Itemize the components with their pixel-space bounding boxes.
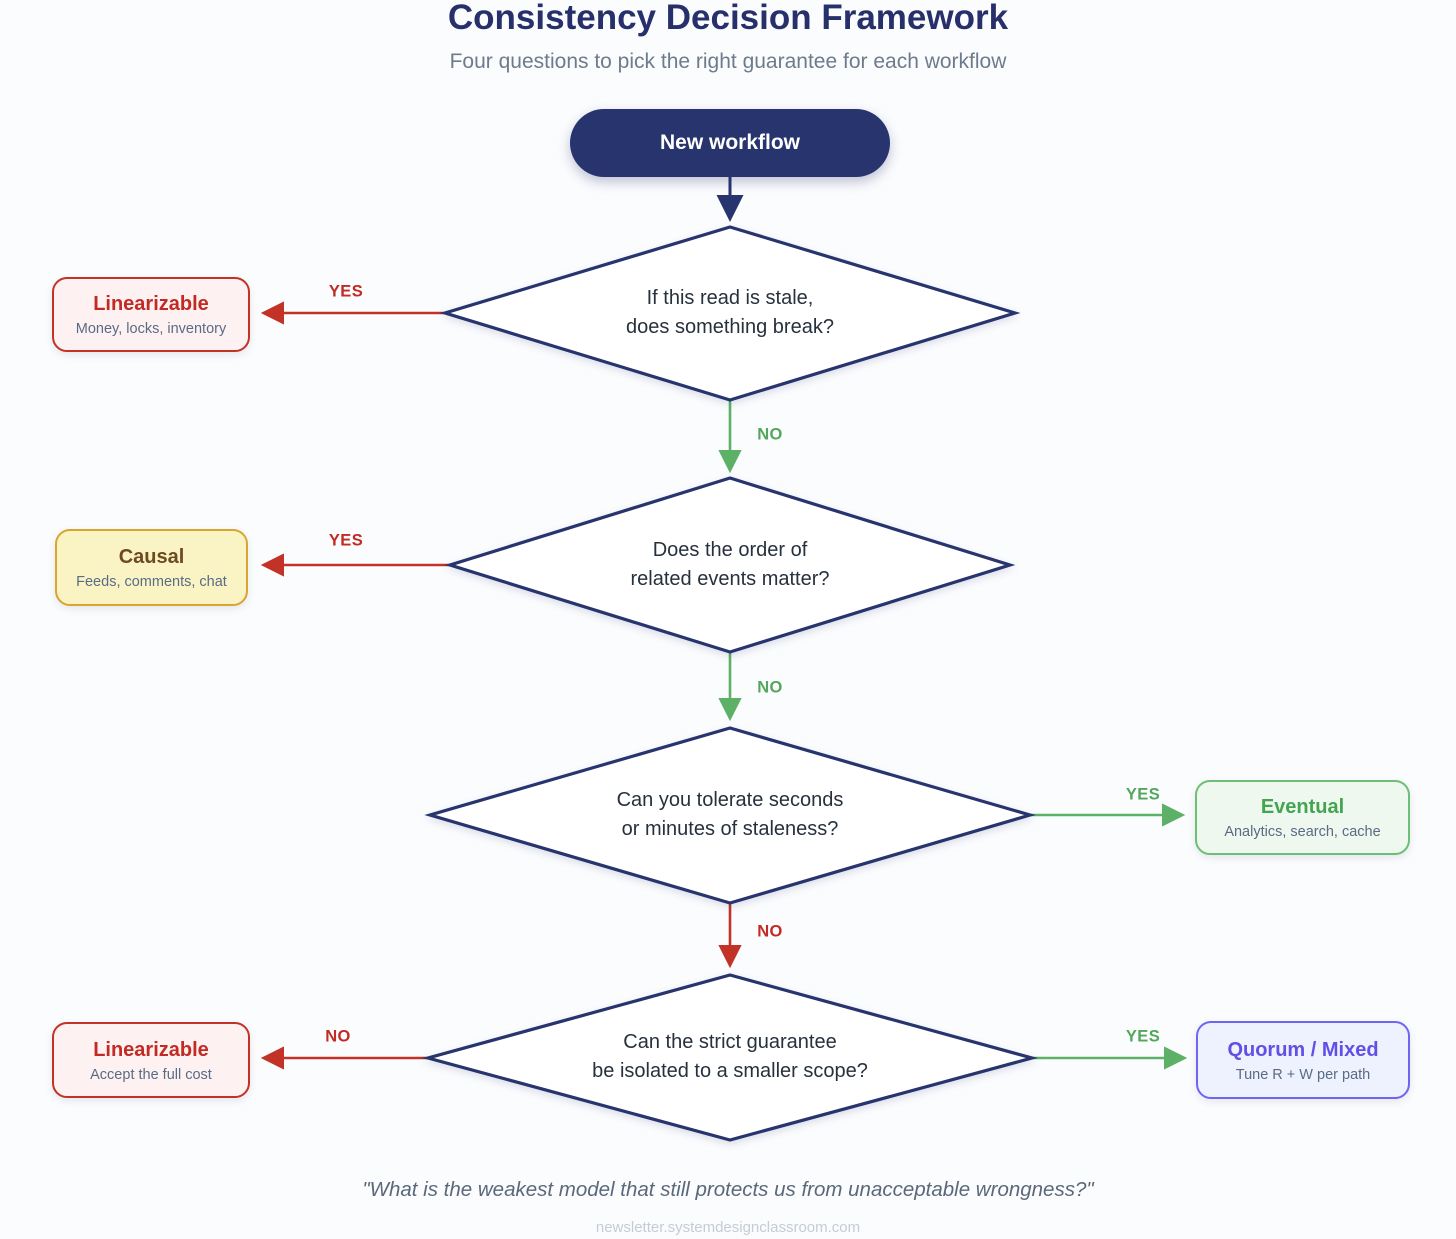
outcome-causal: Causal Feeds, comments, chat (55, 529, 248, 606)
question-3-text: Can you tolerate seconds or minutes of s… (520, 786, 940, 844)
decision-diamond-q4 (421, 973, 1039, 1142)
page-title: Consistency Decision Framework (447, 0, 1009, 37)
question-2-line-2: related events matter? (630, 568, 830, 590)
question-1-text: If this read is stale, does something br… (520, 284, 940, 342)
decision-diamond-q2 (444, 476, 1016, 654)
edge-label-q3-no: NO (757, 922, 783, 941)
question-1-line-1: If this read is stale, (646, 287, 814, 309)
footer-url: newsletter.systemdesignclassroom.com (595, 1219, 861, 1236)
decision-diamond-q3 (424, 726, 1036, 905)
edge-label-q2-no: NO (757, 678, 783, 697)
question-4-line-1: Can the strict guarantee (623, 1031, 837, 1053)
question-1-line-2: does something break? (626, 316, 834, 338)
outcome-title: Quorum / Mixed (1227, 1038, 1379, 1061)
outcome-title: Eventual (1260, 796, 1345, 818)
edge-label-q1-no: NO (757, 425, 783, 444)
outcome-quorum-mixed: Quorum / Mixed Tune R + W per path (1196, 1021, 1410, 1099)
question-4-text: Can the strict guarantee be isolated to … (520, 1028, 940, 1086)
page-subtitle: Four questions to pick the right guarant… (449, 50, 1007, 73)
outcome-eventual: Eventual Analytics, search, cache (1195, 780, 1410, 855)
outcome-subtitle: Accept the full cost (90, 1066, 212, 1083)
outcome-linearizable-full-cost: Linearizable Accept the full cost (52, 1022, 250, 1098)
decision-diamond-q1 (439, 225, 1021, 402)
outcome-subtitle: Money, locks, inventory (75, 321, 227, 337)
outcome-subtitle: Tune R + W per path (1235, 1066, 1371, 1083)
outcome-title: Linearizable (93, 1038, 209, 1061)
outcome-title: Linearizable (93, 293, 209, 315)
outcome-subtitle: Feeds, comments, chat (76, 574, 227, 590)
edge-label-q1-yes: YES (328, 282, 364, 301)
question-2-line-1: Does the order of (652, 539, 808, 561)
start-node-label: New workflow (659, 131, 801, 154)
question-2-text: Does the order of related events matter? (520, 536, 940, 594)
question-3-line-1: Can you tolerate seconds (616, 789, 844, 811)
edge-label-q3-yes: YES (1125, 785, 1161, 804)
outcome-title: Causal (118, 546, 185, 568)
outcome-linearizable-strict: Linearizable Money, locks, inventory (52, 277, 250, 352)
edge-label-q4-yes: YES (1125, 1027, 1161, 1046)
outcome-subtitle: Analytics, search, cache (1224, 824, 1381, 840)
edge-label-q4-no: NO (325, 1027, 351, 1046)
edge-label-q2-yes: YES (328, 531, 364, 550)
question-4-line-2: be isolated to a smaller scope? (592, 1060, 868, 1082)
start-node: New workflow (570, 109, 890, 177)
closing-quote: "What is the weakest model that still pr… (362, 1178, 1094, 1201)
question-3-line-2: or minutes of staleness? (621, 818, 839, 840)
